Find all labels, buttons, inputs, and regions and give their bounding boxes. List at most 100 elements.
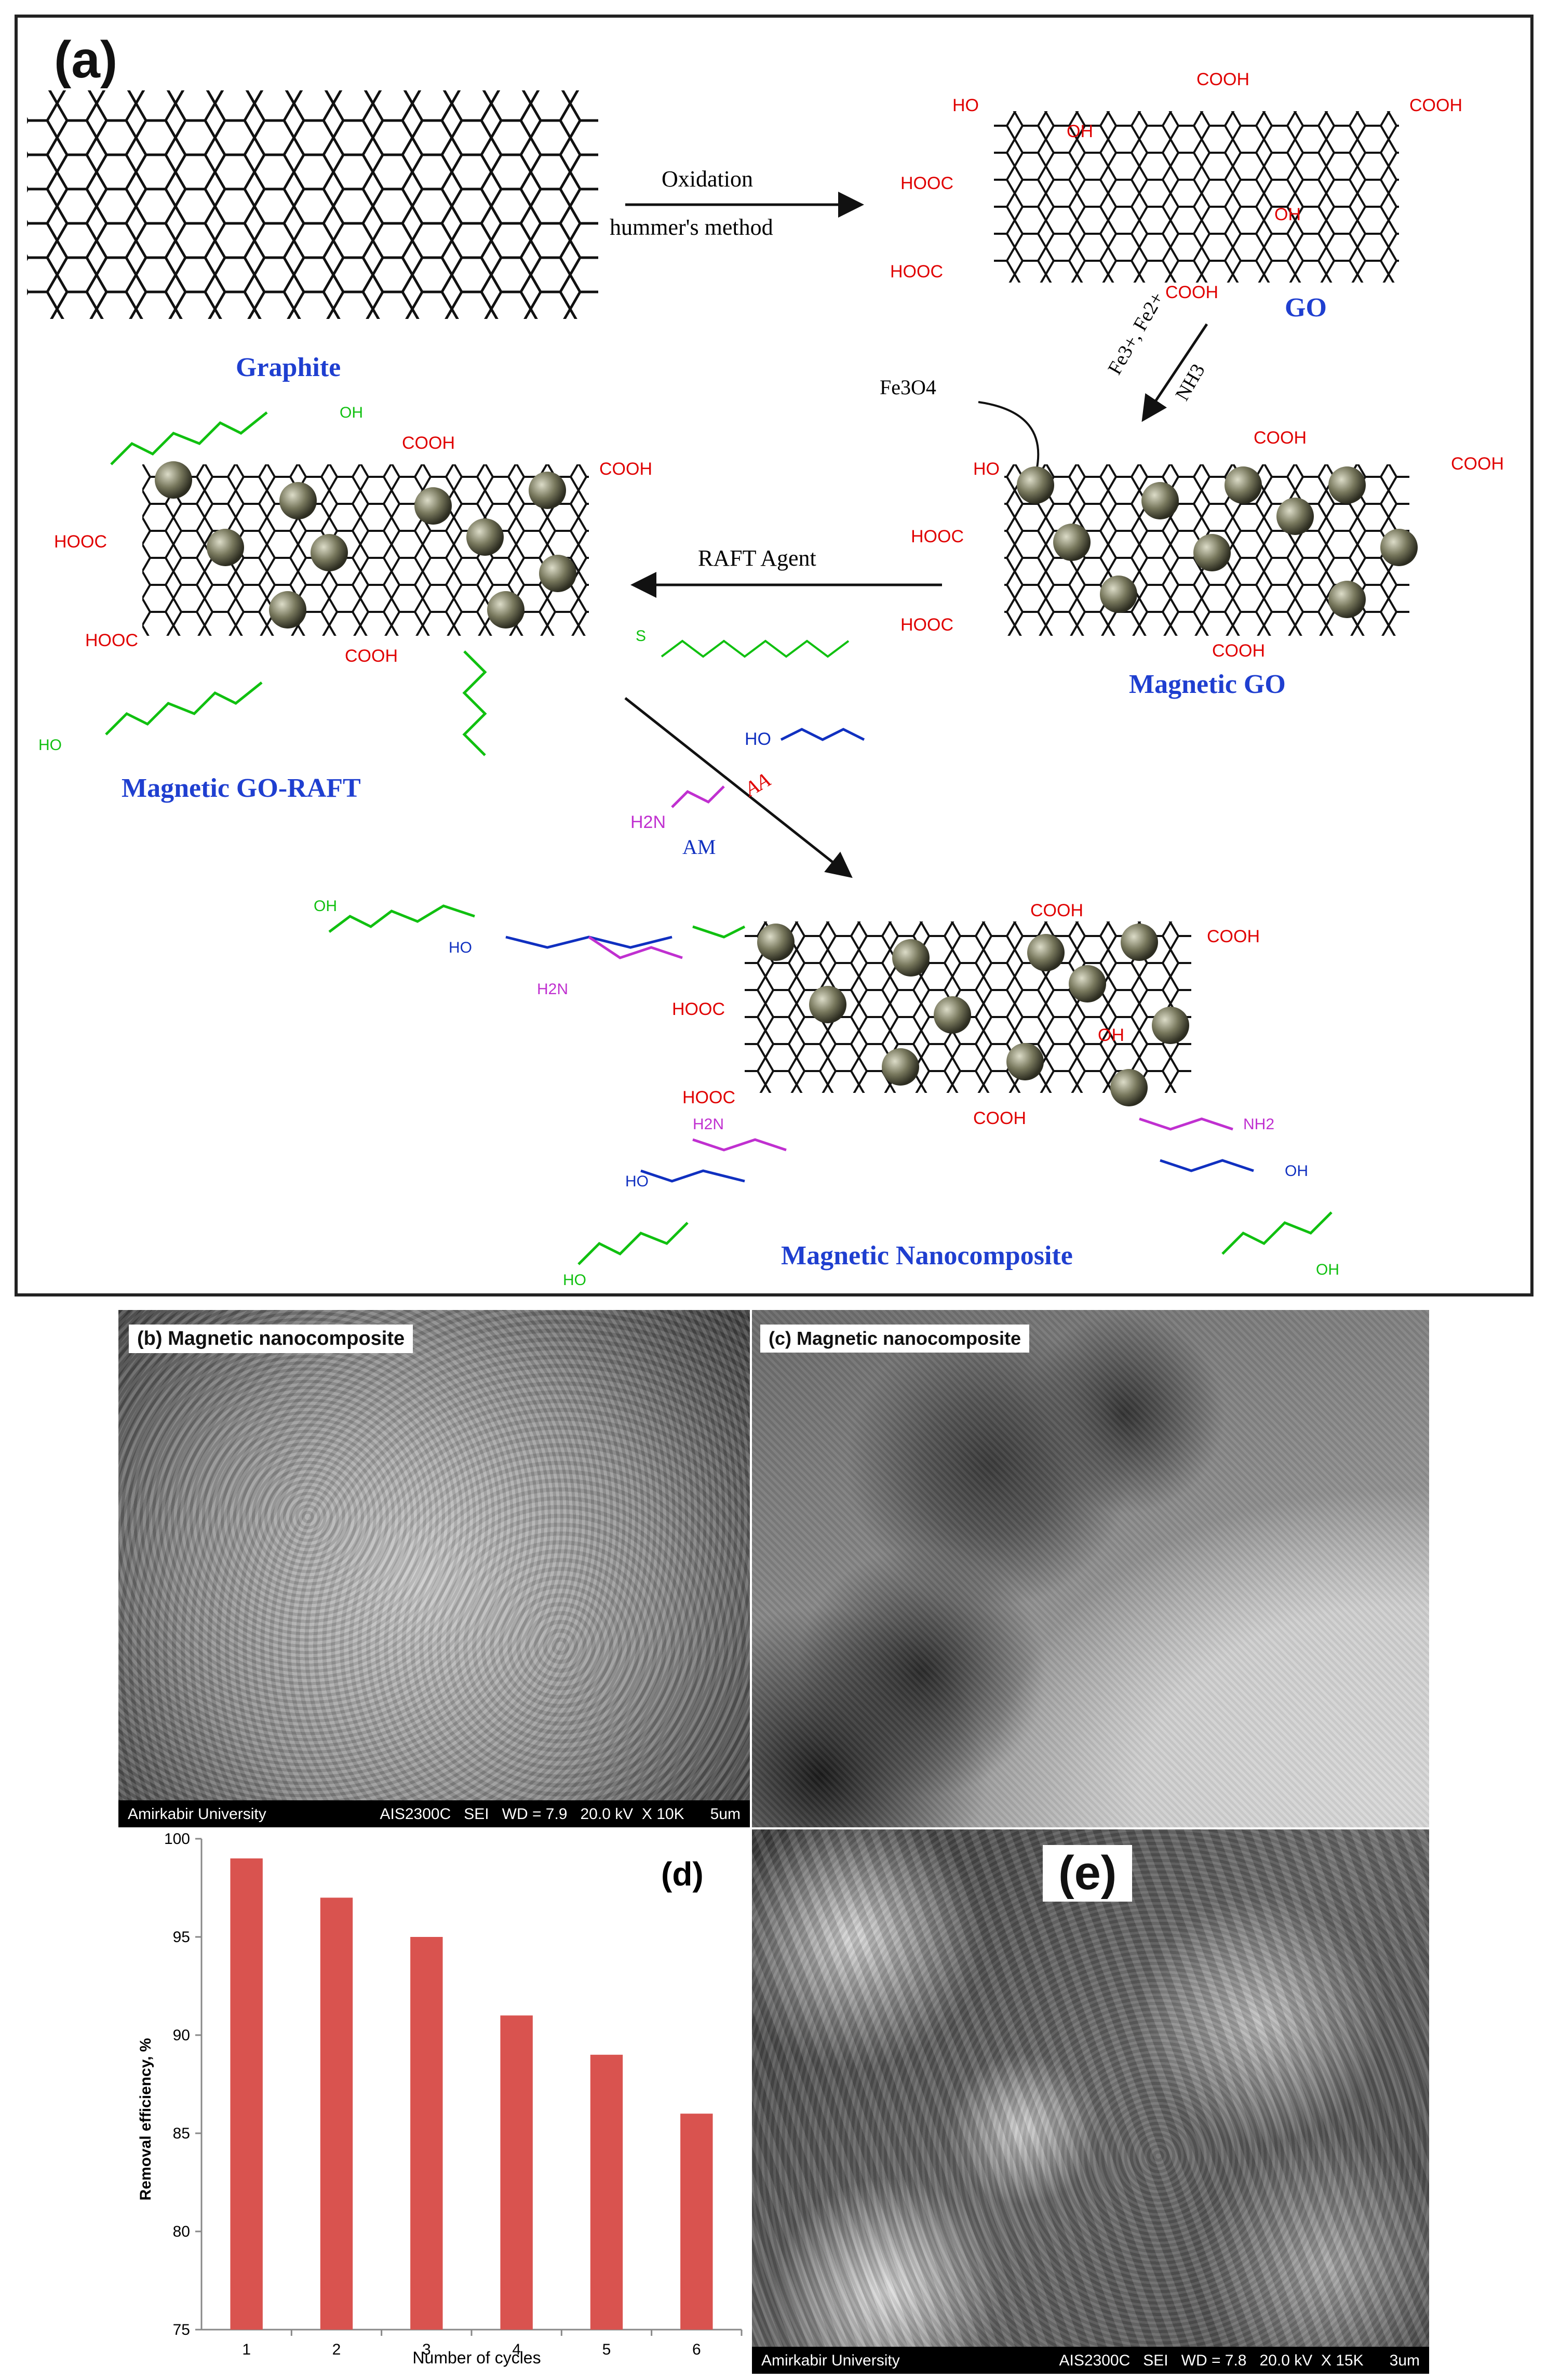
- raft-label: RAFT Agent: [698, 545, 816, 571]
- svg-text:HOOC: HOOC: [911, 527, 964, 546]
- chart-x-tick-label: 4: [512, 2341, 521, 2358]
- svg-text:HO: HO: [38, 737, 62, 754]
- panel-a-letter: (a): [54, 31, 117, 89]
- chart-bar: [590, 2054, 623, 2330]
- aa-ho: HO: [745, 729, 771, 749]
- aa-label: AA: [739, 768, 774, 801]
- chart-ylabel: Removal efficiency, %: [137, 2038, 154, 2201]
- magnetization-arrow: [1141, 323, 1208, 422]
- svg-text:NH2: NH2: [1243, 1116, 1274, 1133]
- chart-y-tick-label: 95: [173, 1929, 190, 1946]
- svg-text:COOH: COOH: [1207, 927, 1260, 946]
- chart-axes: 75 80 85 90 95 100 1 2 3 4 5 6: [164, 1830, 743, 2358]
- go-structure: COOH COOH HOOC HOOC COOH HO OH OH: [890, 70, 1462, 302]
- svg-text:OH: OH: [1274, 205, 1301, 224]
- svg-text:H2N: H2N: [693, 1116, 724, 1133]
- iron-label: Fe3+, Fe2+: [1104, 288, 1168, 378]
- panel-c-caption: (c) Magnetic nanocomposite: [760, 1325, 1030, 1353]
- chart-x-tick-label: 6: [692, 2341, 701, 2358]
- chart-y-tick-label: 100: [164, 1830, 190, 1848]
- chart-xlabel: Number of cycles: [412, 2348, 541, 2367]
- svg-text:OH: OH: [1285, 1162, 1308, 1180]
- magnetic-go-raft-structure: COOH COOH HOOC HOOC COOH HO OH: [38, 404, 652, 756]
- chart-bar: [410, 1937, 443, 2330]
- svg-text:HOOC: HOOC: [54, 532, 107, 552]
- svg-text:OH: OH: [314, 898, 337, 915]
- svg-text:H2N: H2N: [537, 981, 568, 998]
- am-h2n: H2N: [630, 812, 666, 832]
- chart-y-tick-label: 90: [173, 2027, 190, 2044]
- svg-text:COOH: COOH: [1451, 454, 1504, 474]
- panel-b-caption: (b) Magnetic nanocomposite: [129, 1325, 413, 1353]
- aa-molecule: [780, 728, 865, 741]
- am-molecule: [671, 785, 725, 808]
- fe3o4-pointer: [978, 401, 1040, 475]
- chart-bars: [230, 1858, 713, 2330]
- svg-text:OH: OH: [1098, 1025, 1124, 1045]
- svg-text:COOH: COOH: [599, 459, 652, 479]
- sem-image-e: (e) Amirkabir University AIS2300C SEI WD…: [752, 1829, 1429, 2374]
- chart-x-tick-label: 1: [242, 2341, 251, 2358]
- footer-b-parameters: AIS2300C SEI WD = 7.9 20.0 kV X 10K 5um: [380, 1806, 741, 1823]
- footer-e-parameters: AIS2300C SEI WD = 7.8 20.0 kV X 15K 3um: [1059, 2352, 1420, 2369]
- scheme-panel: Graphite Oxidation hummer's method COOH …: [15, 15, 1533, 1296]
- svg-text:HOOC: HOOC: [85, 631, 138, 650]
- magnetic-go-raft-label: Magnetic GO-RAFT: [122, 773, 361, 803]
- chart-bar: [230, 1858, 263, 2330]
- svg-text:HO: HO: [973, 459, 1000, 479]
- chart-x-tick-label: 2: [332, 2341, 341, 2358]
- svg-text:HOOC: HOOC: [900, 173, 953, 193]
- sem-image-b: (b) Magnetic nanocomposite Amirkabir Uni…: [118, 1310, 750, 1827]
- go-label: GO: [1285, 293, 1327, 323]
- svg-text:OH: OH: [340, 404, 363, 421]
- footer-b-institution: Amirkabir University: [128, 1806, 266, 1823]
- svg-text:COOH: COOH: [973, 1108, 1026, 1128]
- svg-text:COOH: COOH: [402, 433, 455, 453]
- magnetic-nanocomposite-label: Magnetic Nanocomposite: [781, 1241, 1073, 1271]
- footer-e-institution: Amirkabir University: [761, 2352, 900, 2369]
- svg-text:HOOC: HOOC: [682, 1088, 735, 1107]
- chart-bar: [680, 2114, 713, 2330]
- magnetic-nanocomposite-structure: COOH COOH HOOC HOOC COOH OH H2N H2N NH2 …: [314, 898, 1339, 1289]
- chart-y-tick-label: 75: [173, 2321, 190, 2338]
- svg-text:HOOC: HOOC: [900, 615, 953, 635]
- graphite-structure: [27, 90, 598, 319]
- svg-text:S: S: [636, 627, 646, 645]
- svg-text:COOH: COOH: [1409, 96, 1462, 115]
- oxidation-label: Oxidation: [662, 166, 753, 192]
- magnetic-go-structure: COOH COOH HOOC HOOC COOH HO: [900, 428, 1504, 661]
- panel-e-letter: (e): [1043, 1845, 1133, 1902]
- svg-text:OH: OH: [1316, 1261, 1339, 1278]
- removal-efficiency-chart: 75 80 85 90 95 100 1 2 3 4 5 6 Removal efficiency, …: [118, 1828, 748, 2374]
- chart-svg: 75 80 85 90 95 100 1 2 3 4 5 6 Removal efficiency, …: [137, 1830, 743, 2367]
- sem-footer-b: Amirkabir University AIS2300C SEI WD = 7…: [118, 1800, 750, 1827]
- svg-text:COOH: COOH: [1254, 428, 1307, 448]
- magnetic-go-label: Magnetic GO: [1129, 670, 1286, 699]
- chart-bar: [500, 2015, 533, 2330]
- raft-agent-molecule: [661, 639, 850, 658]
- chart-y-tick-label: 80: [173, 2223, 190, 2240]
- svg-text:HO: HO: [449, 939, 472, 956]
- svg-text:COOH: COOH: [345, 646, 398, 666]
- svg-text:HO: HO: [625, 1173, 649, 1190]
- hummers-label: hummer's method: [610, 215, 773, 240]
- tem-image-c: (c) Magnetic nanocomposite: [752, 1310, 1429, 1827]
- panel-d-letter: (d): [661, 1855, 704, 1893]
- svg-text:OH: OH: [1067, 122, 1093, 141]
- svg-text:COOH: COOH: [1212, 641, 1265, 661]
- am-label: AM: [682, 835, 716, 859]
- graphite-label: Graphite: [236, 353, 341, 382]
- svg-text:HOOC: HOOC: [672, 999, 725, 1019]
- svg-text:HO: HO: [952, 96, 979, 115]
- svg-text:HO: HO: [563, 1272, 586, 1289]
- svg-text:HOOC: HOOC: [890, 262, 943, 282]
- svg-text:COOH: COOH: [1196, 70, 1249, 89]
- chart-x-tick-label: 3: [422, 2341, 431, 2358]
- chart-x-tick-label: 5: [602, 2341, 611, 2358]
- chart-y-tick-label: 85: [173, 2125, 190, 2142]
- scheme-drawing: Graphite Oxidation hummer's method COOH …: [27, 31, 1504, 1289]
- polymerization-arrow: [624, 697, 853, 878]
- svg-text:COOH: COOH: [1030, 901, 1083, 920]
- fe3o4-label: Fe3O4: [880, 376, 936, 399]
- sem-footer-e: Amirkabir University AIS2300C SEI WD = 7…: [752, 2347, 1429, 2374]
